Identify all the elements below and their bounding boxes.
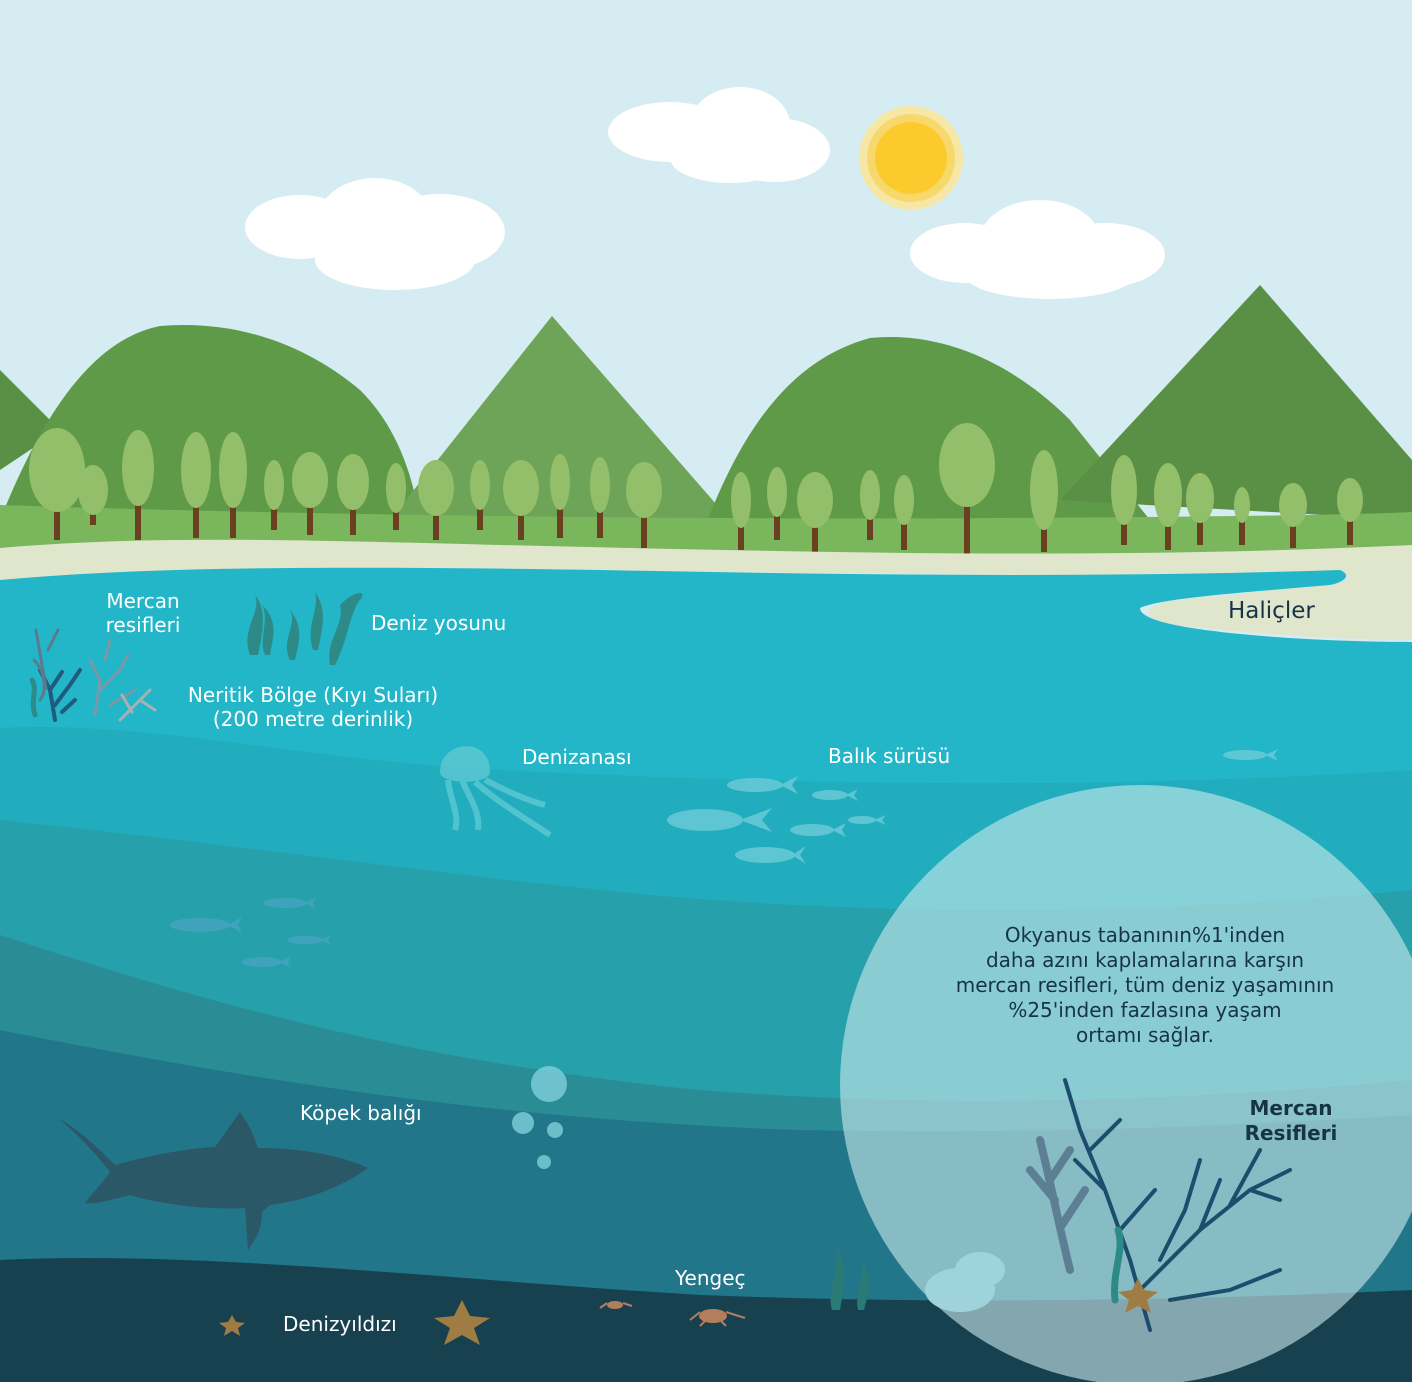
crab-icon <box>599 1301 746 1327</box>
tree-icon <box>1337 478 1363 522</box>
callout-line-2: daha azını kaplamalarına karşın <box>986 948 1304 972</box>
tree-icon <box>1234 487 1250 523</box>
starfish-label: Denizyıldızı <box>283 1312 397 1336</box>
jellyfish-icon <box>440 746 552 838</box>
shark-icon <box>58 1112 368 1250</box>
fish-school-label: Balık sürüsü <box>828 744 950 768</box>
callout-line-1: Okyanus tabanının%1'inden <box>1005 923 1285 947</box>
tree-icon <box>503 460 539 516</box>
neritic-zone-depth-label: (200 metre derinlik) <box>213 707 413 731</box>
tree-icon <box>264 460 284 510</box>
tree-icon <box>731 472 751 528</box>
callout-line-4: %25'inden fazlasına yaşam <box>1008 998 1281 1022</box>
tree-icon <box>181 432 211 508</box>
starfish-icon <box>219 1300 490 1345</box>
tree-trunk <box>1239 505 1245 545</box>
bubbles-icon <box>512 1066 567 1169</box>
coral-reefs-label: Mercan <box>106 589 179 613</box>
callout-zoom <box>840 785 1412 1382</box>
crab-label: Yengeç <box>674 1266 746 1290</box>
callout-title-line2: Resifleri <box>1245 1121 1338 1145</box>
shark-label: Köpek balığı <box>300 1101 422 1125</box>
neritic-zone-label: Neritik Bölge (Kıyı Suları) <box>188 683 438 707</box>
tree-trunk <box>964 465 970 555</box>
cloud-icon <box>245 178 505 290</box>
tree-trunk <box>1347 500 1353 545</box>
tree-icon <box>122 430 154 506</box>
tree-icon <box>386 463 406 513</box>
cloud-icon <box>608 87 830 183</box>
shore-sand <box>0 539 1412 640</box>
callout-line-5: ortamı sağlar. <box>1076 1023 1214 1047</box>
tree-icon <box>219 432 247 508</box>
tree-icon <box>78 465 108 515</box>
forest <box>29 423 1363 555</box>
callout-line-3: mercan resifleri, tüm deniz yaşamının <box>956 973 1334 997</box>
seafloor-plants <box>830 1245 869 1310</box>
seaweed-icon <box>247 592 363 665</box>
tree-icon <box>1030 450 1058 530</box>
tree-icon <box>626 462 662 518</box>
tree-icon <box>797 472 833 528</box>
tree-icon <box>894 475 914 525</box>
tree-icon <box>1111 455 1137 525</box>
starfish-detail-icon <box>1118 1278 1158 1313</box>
tree-icon <box>337 454 369 510</box>
tree-trunk <box>641 490 647 548</box>
jellyfish-label: Denizanası <box>522 745 632 769</box>
tree-icon <box>470 460 490 510</box>
fish-school-deep-icon <box>170 897 331 968</box>
tree-icon <box>292 452 328 508</box>
cloud-icon <box>910 200 1165 299</box>
callout-title: Mercan <box>1250 1096 1333 1120</box>
coral-reefs-label-line2: resifleri <box>106 613 181 637</box>
estuaries-label: Haliçler <box>1228 598 1315 624</box>
tree-icon <box>1186 473 1214 523</box>
tree-icon <box>767 467 787 517</box>
tree-icon <box>29 428 85 512</box>
tree-icon <box>550 454 570 510</box>
coral-reef-detail-icon <box>1026 1078 1292 1332</box>
sun-icon <box>859 106 963 210</box>
fish-school-icon <box>667 749 1278 864</box>
coral-reef-icon <box>29 628 157 722</box>
tree-icon <box>418 460 454 516</box>
seaweed-label: Deniz yosunu <box>371 611 506 635</box>
tree-icon <box>590 457 610 513</box>
tree-icon <box>860 470 880 520</box>
coral-bush-icon <box>925 1252 1005 1312</box>
tree-icon <box>1154 463 1182 527</box>
tree-icon <box>1279 483 1307 527</box>
tree-icon <box>939 423 995 507</box>
